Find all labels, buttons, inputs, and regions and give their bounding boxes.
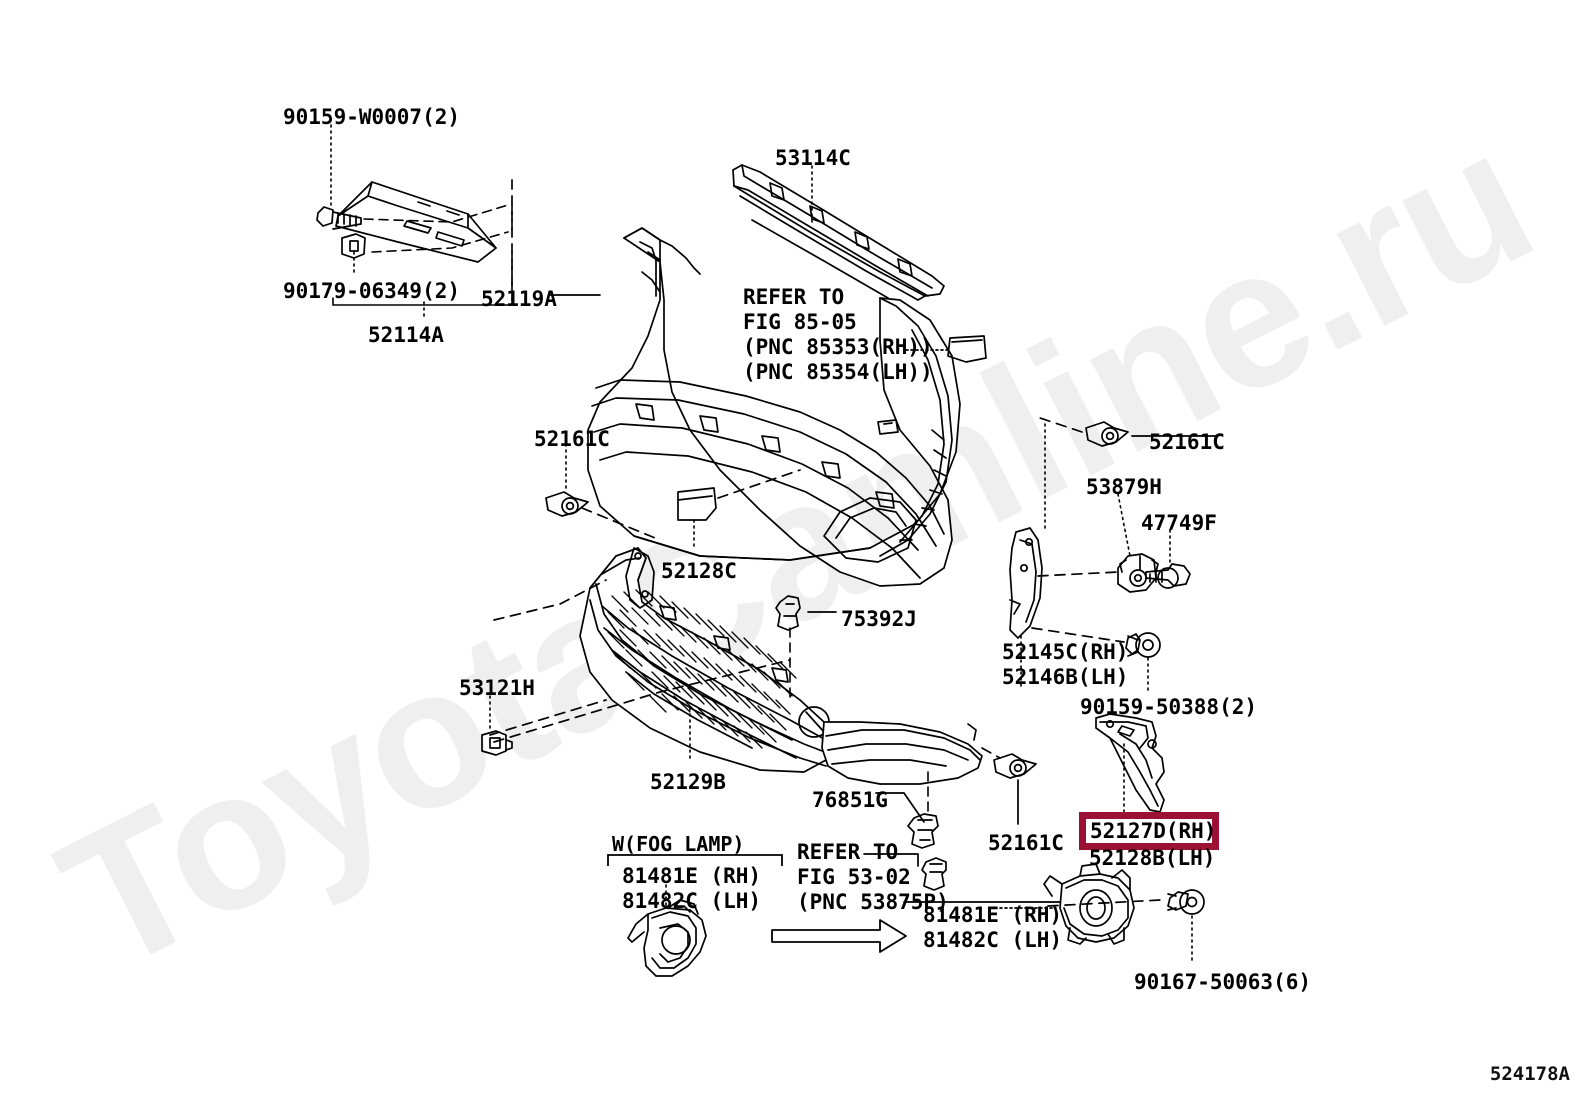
highlighted-part-number[interactable]: 52127D(RH) bbox=[1090, 819, 1217, 843]
part-53121h-clip bbox=[481, 730, 513, 756]
label-52129b[interactable]: 52129B bbox=[650, 770, 726, 794]
part-90159-50388-bolt bbox=[1125, 632, 1161, 658]
part-76851g-screw bbox=[907, 813, 939, 849]
part-52145c-support bbox=[1009, 527, 1043, 639]
part-53879h-grommet bbox=[1117, 553, 1159, 593]
leader-lines-dotted bbox=[565, 443, 1171, 759]
label-52114a[interactable]: 52114A bbox=[368, 323, 444, 347]
label-refer-to-fig-53-02[interactable]: REFER TO FIG 53-02 (PNC 53875P) bbox=[797, 840, 949, 914]
label-47749f[interactable]: 47749F bbox=[1141, 511, 1217, 535]
part-81481e-fog-lamp-right bbox=[1043, 863, 1135, 945]
part-53114c-moulding bbox=[732, 164, 945, 301]
label-52161c-upper-right[interactable]: 52161C bbox=[1149, 430, 1225, 454]
label-52161c-upper-left[interactable]: 52161C bbox=[534, 427, 610, 451]
assembly-dash-lines bbox=[489, 417, 1161, 907]
label-53879h[interactable]: 53879H bbox=[1086, 475, 1162, 499]
label-52128b-lh[interactable]: 52128B(LH) bbox=[1089, 846, 1216, 870]
label-52119a[interactable]: 52119A bbox=[481, 287, 557, 311]
part-90167-50063-screw bbox=[1167, 889, 1205, 915]
figure-id: 524178A bbox=[1489, 1063, 1570, 1085]
part-52161c-clip-upper-right bbox=[1085, 421, 1129, 447]
part-52114a-bracket bbox=[335, 181, 497, 263]
label-90159-50388[interactable]: 90159-50388(2) bbox=[1080, 695, 1258, 719]
part-76851g-spoiler bbox=[821, 721, 983, 785]
part-81482c-fog-cover-left bbox=[627, 899, 707, 977]
label-52145c-52146b[interactable]: 52145C(RH) 52146B(LH) bbox=[1002, 640, 1129, 689]
reference-arrow bbox=[771, 919, 907, 953]
label-81481e-81482c-left[interactable]: 81481E (RH) 81482C (LH) bbox=[622, 864, 762, 913]
part-90159-w0007-bolt bbox=[316, 206, 362, 230]
part-85353-cover bbox=[947, 335, 987, 363]
label-53121h[interactable]: 53121H bbox=[459, 676, 535, 700]
part-52127d-retainer bbox=[1095, 713, 1165, 813]
label-w-fog-lamp: W(FOG LAMP) bbox=[612, 832, 745, 856]
part-47749f-pin bbox=[1139, 555, 1191, 589]
label-90167-50063[interactable]: 90167-50063(6) bbox=[1134, 970, 1312, 994]
part-52128c-cover bbox=[677, 487, 717, 521]
label-53114c[interactable]: 53114C bbox=[775, 146, 851, 170]
part-75392j-clip bbox=[775, 595, 801, 631]
label-52161c-lower[interactable]: 52161C bbox=[988, 831, 1064, 855]
label-refer-to-fig-85-05[interactable]: REFER TO FIG 85-05 (PNC 85353(RH)) (PNC … bbox=[743, 285, 933, 384]
part-52119a-bumper-cover bbox=[587, 227, 961, 587]
label-52128c[interactable]: 52128C bbox=[661, 559, 737, 583]
label-76851g[interactable]: 76851G bbox=[812, 788, 888, 812]
label-90159-w0007[interactable]: 90159-W0007(2) bbox=[283, 105, 461, 129]
label-81481e-81482c-right[interactable]: 81481E (RH) 81482C (LH) bbox=[923, 903, 1063, 952]
part-52129b-lower-grille bbox=[579, 547, 833, 773]
leader-lines-solid bbox=[549, 294, 1217, 903]
part-53875p-screw bbox=[921, 857, 947, 891]
part-90179-06349-clip bbox=[341, 233, 366, 259]
part-52161c-clip-left bbox=[545, 491, 589, 517]
fog-lamp-group-bracket bbox=[607, 854, 783, 866]
highlight-box bbox=[1079, 812, 1219, 850]
part-52161c-clip-lower bbox=[993, 753, 1037, 779]
label-90179-06349[interactable]: 90179-06349(2) bbox=[283, 279, 461, 303]
label-75392j[interactable]: 75392J bbox=[841, 607, 917, 631]
